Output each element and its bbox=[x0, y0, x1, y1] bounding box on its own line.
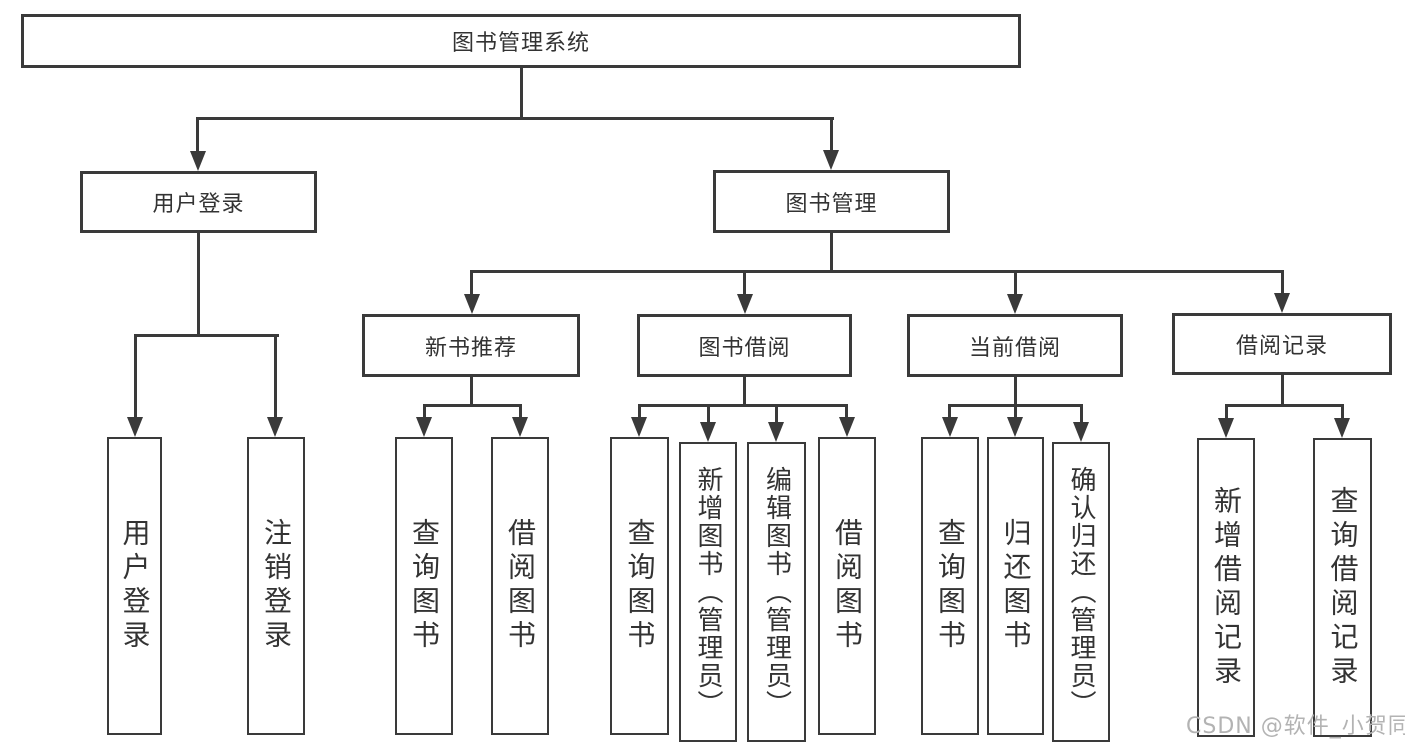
node-root: 图书管理系统 bbox=[21, 14, 1021, 68]
leaf-records-query-record-label: 查询借阅记录 bbox=[1326, 485, 1360, 690]
connector-to-book-mgmt bbox=[830, 117, 833, 150]
node-user-login-label: 用户登录 bbox=[152, 192, 245, 217]
arrowhead-logout-leaf bbox=[267, 417, 283, 437]
connector-to-borrow-add bbox=[707, 404, 710, 422]
node-user-login: 用户登录 bbox=[80, 171, 317, 233]
leaf-current-confirm-return-admin: 确认归还（管理员） bbox=[1052, 442, 1110, 742]
connector-to-recommend-borrow bbox=[519, 404, 522, 417]
leaf-recommend-query-books: 查询图书 bbox=[395, 437, 453, 735]
leaf-user-login-label: 用户登录 bbox=[118, 518, 152, 654]
arrowhead-current bbox=[1007, 294, 1023, 314]
connector-to-records bbox=[1281, 270, 1284, 294]
connector-to-borrow-query bbox=[638, 404, 641, 417]
leaf-current-return-books-label: 归还图书 bbox=[999, 518, 1033, 654]
leaf-user-login: 用户登录 bbox=[107, 437, 162, 735]
connector-to-login-leaf bbox=[134, 334, 137, 417]
connector-borrow-bar bbox=[639, 404, 848, 407]
connector-records-stem bbox=[1281, 375, 1284, 406]
arrowhead-current-confirm bbox=[1073, 422, 1089, 442]
node-current-borrow-label: 当前借阅 bbox=[968, 335, 1061, 361]
arrowhead-borrow-add bbox=[700, 422, 716, 442]
connector-to-user-login bbox=[196, 117, 199, 151]
watermark: CSDN @软件_小贺同学 bbox=[1186, 714, 1405, 739]
leaf-current-return-books: 归还图书 bbox=[987, 437, 1044, 735]
connector-to-borrow-borrow bbox=[845, 404, 848, 417]
connector-mgmt-stem bbox=[830, 233, 833, 273]
arrowhead-borrow bbox=[737, 294, 753, 314]
connector-borrow-stem bbox=[743, 377, 746, 406]
node-new-book-recommend-label: 新书推荐 bbox=[424, 335, 517, 361]
leaf-current-confirm-return-admin-label: 确认归还（管理员） bbox=[1066, 466, 1096, 718]
arrowhead-records-query bbox=[1334, 418, 1350, 438]
leaf-borrow-borrow-books: 借阅图书 bbox=[818, 437, 876, 735]
arrowhead-recommend-query bbox=[416, 417, 432, 437]
leaf-records-add-record: 新增借阅记录 bbox=[1197, 438, 1255, 737]
node-book-borrow-label: 图书借阅 bbox=[698, 335, 791, 361]
leaf-recommend-query-books-label: 查询图书 bbox=[408, 518, 441, 654]
leaf-borrow-edit-books-admin: 编辑图书（管理员） bbox=[747, 442, 806, 742]
arrowhead-borrow-query bbox=[631, 417, 647, 437]
node-borrow-records: 借阅记录 bbox=[1172, 313, 1392, 375]
connector-login-stem bbox=[197, 233, 200, 337]
node-book-borrow: 图书借阅 bbox=[637, 314, 852, 377]
connector-root-stem bbox=[520, 68, 523, 120]
arrowhead-current-query bbox=[942, 417, 958, 437]
arrowhead-recommend bbox=[464, 294, 480, 314]
connector-to-borrow bbox=[743, 270, 746, 294]
leaf-current-query-books-label: 查询图书 bbox=[934, 518, 967, 654]
node-current-borrow: 当前借阅 bbox=[907, 314, 1123, 377]
leaf-current-query-books: 查询图书 bbox=[921, 437, 979, 735]
connector-records-bar bbox=[1225, 404, 1344, 407]
connector-current-stem bbox=[1014, 377, 1017, 406]
arrowhead-book-mgmt bbox=[823, 150, 839, 170]
arrowhead-current-return bbox=[1007, 417, 1023, 437]
connector-to-records-add bbox=[1225, 404, 1228, 418]
arrowhead-records bbox=[1274, 293, 1290, 313]
leaf-recommend-borrow-books: 借阅图书 bbox=[491, 437, 549, 735]
leaf-records-add-record-label: 新增借阅记录 bbox=[1210, 485, 1243, 690]
leaf-records-query-record: 查询借阅记录 bbox=[1313, 438, 1372, 737]
node-new-book-recommend: 新书推荐 bbox=[362, 314, 580, 377]
arrowhead-recommend-borrow bbox=[512, 417, 528, 437]
leaf-borrow-query-books-label: 查询图书 bbox=[623, 518, 657, 654]
node-book-management: 图书管理 bbox=[713, 170, 950, 233]
arrowhead-borrow-borrow bbox=[839, 417, 855, 437]
leaf-borrow-add-books-admin: 新增图书（管理员） bbox=[679, 442, 737, 742]
connector-to-recommend bbox=[470, 270, 473, 294]
node-book-management-label: 图书管理 bbox=[785, 191, 878, 217]
leaf-borrow-add-books-admin-label: 新增图书（管理员） bbox=[693, 466, 723, 718]
connector-login-bar bbox=[134, 334, 279, 337]
connector-to-current-return bbox=[1014, 404, 1017, 417]
connector-to-recommend-query bbox=[423, 404, 426, 417]
node-borrow-records-label: 借阅记录 bbox=[1235, 334, 1328, 359]
connector-root-bar bbox=[196, 117, 834, 120]
arrowhead-user-login bbox=[190, 151, 206, 171]
connector-recommend-stem bbox=[470, 377, 473, 406]
connector-to-current bbox=[1014, 270, 1017, 294]
arrowhead-login-leaf bbox=[127, 417, 143, 437]
connector-to-current-query bbox=[948, 404, 951, 417]
connector-to-logout-leaf bbox=[274, 334, 277, 417]
leaf-recommend-borrow-books-label: 借阅图书 bbox=[504, 518, 537, 654]
leaf-borrow-edit-books-admin-label: 编辑图书（管理员） bbox=[761, 466, 792, 718]
leaf-logout: 注销登录 bbox=[247, 437, 305, 735]
node-root-label: 图书管理系统 bbox=[451, 31, 590, 56]
connector-to-current-confirm bbox=[1080, 404, 1083, 422]
connector-to-borrow-edit bbox=[775, 404, 778, 422]
arrowhead-records-add bbox=[1218, 418, 1234, 438]
connector-to-records-query bbox=[1341, 404, 1344, 418]
connector-mgmt-bar bbox=[470, 270, 1284, 273]
leaf-logout-label: 注销登录 bbox=[260, 518, 293, 654]
leaf-borrow-query-books: 查询图书 bbox=[610, 437, 669, 735]
leaf-borrow-borrow-books-label: 借阅图书 bbox=[831, 518, 864, 654]
connector-recommend-bar bbox=[423, 404, 522, 407]
arrowhead-borrow-edit bbox=[768, 422, 784, 442]
